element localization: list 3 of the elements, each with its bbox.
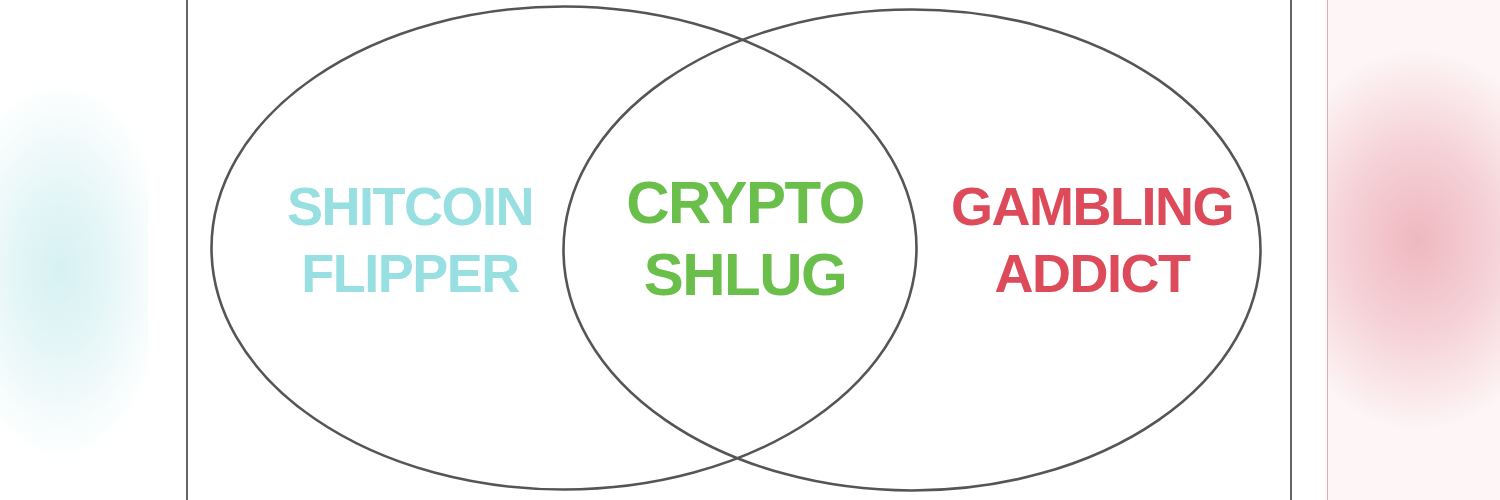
set-label: GAMBLING ADDICT xyxy=(951,175,1233,305)
overlap-label: CRYPTO SHLUG xyxy=(626,168,864,310)
set-label: SHITCOIN FLIPPER xyxy=(287,175,533,305)
